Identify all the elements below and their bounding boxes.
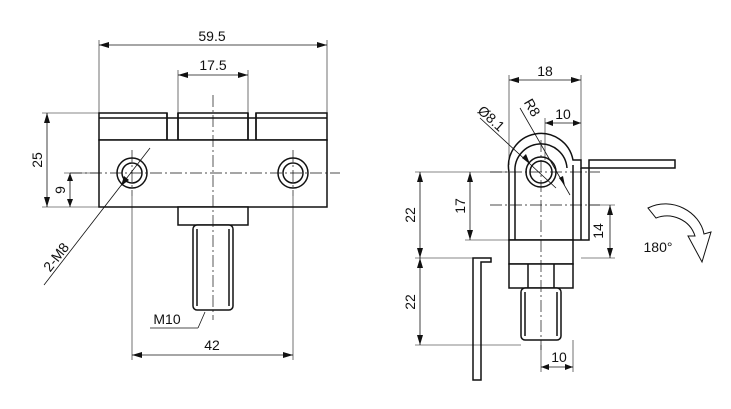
dim-height: 25 <box>29 152 45 168</box>
dim-hole-spacing: 42 <box>204 337 220 353</box>
dim-hole-height: 9 <box>52 186 68 194</box>
right-knuckle <box>255 112 328 141</box>
dim-holes: 2-M8 <box>40 239 72 274</box>
front-view: 59.5 17.5 25 9 2-M8 M10 4 <box>29 28 340 360</box>
lower-bracket <box>472 257 492 381</box>
dim-upper-height: 22 <box>402 207 418 223</box>
dim-thread: M10 <box>153 311 180 327</box>
dim-overall-width: 59.5 <box>198 28 225 44</box>
dim-flange: 10 <box>555 106 571 122</box>
dim-radius: R8 <box>521 96 544 120</box>
dim-thread-width: 10 <box>551 349 567 365</box>
dim-hole-center: 17 <box>452 198 468 214</box>
side-view: 18 10 Ø8.1 R8 22 17 14 <box>402 63 712 381</box>
dim-offset: 14 <box>590 223 606 239</box>
rotation-label: 180° <box>644 239 673 255</box>
dim-hole-diameter: Ø8.1 <box>475 102 508 134</box>
dim-lower-height: 22 <box>402 294 418 310</box>
dim-width: 18 <box>537 63 553 79</box>
left-knuckle <box>98 112 168 141</box>
dim-top-width: 17.5 <box>199 57 226 73</box>
rotation-arrow-icon <box>647 203 712 264</box>
